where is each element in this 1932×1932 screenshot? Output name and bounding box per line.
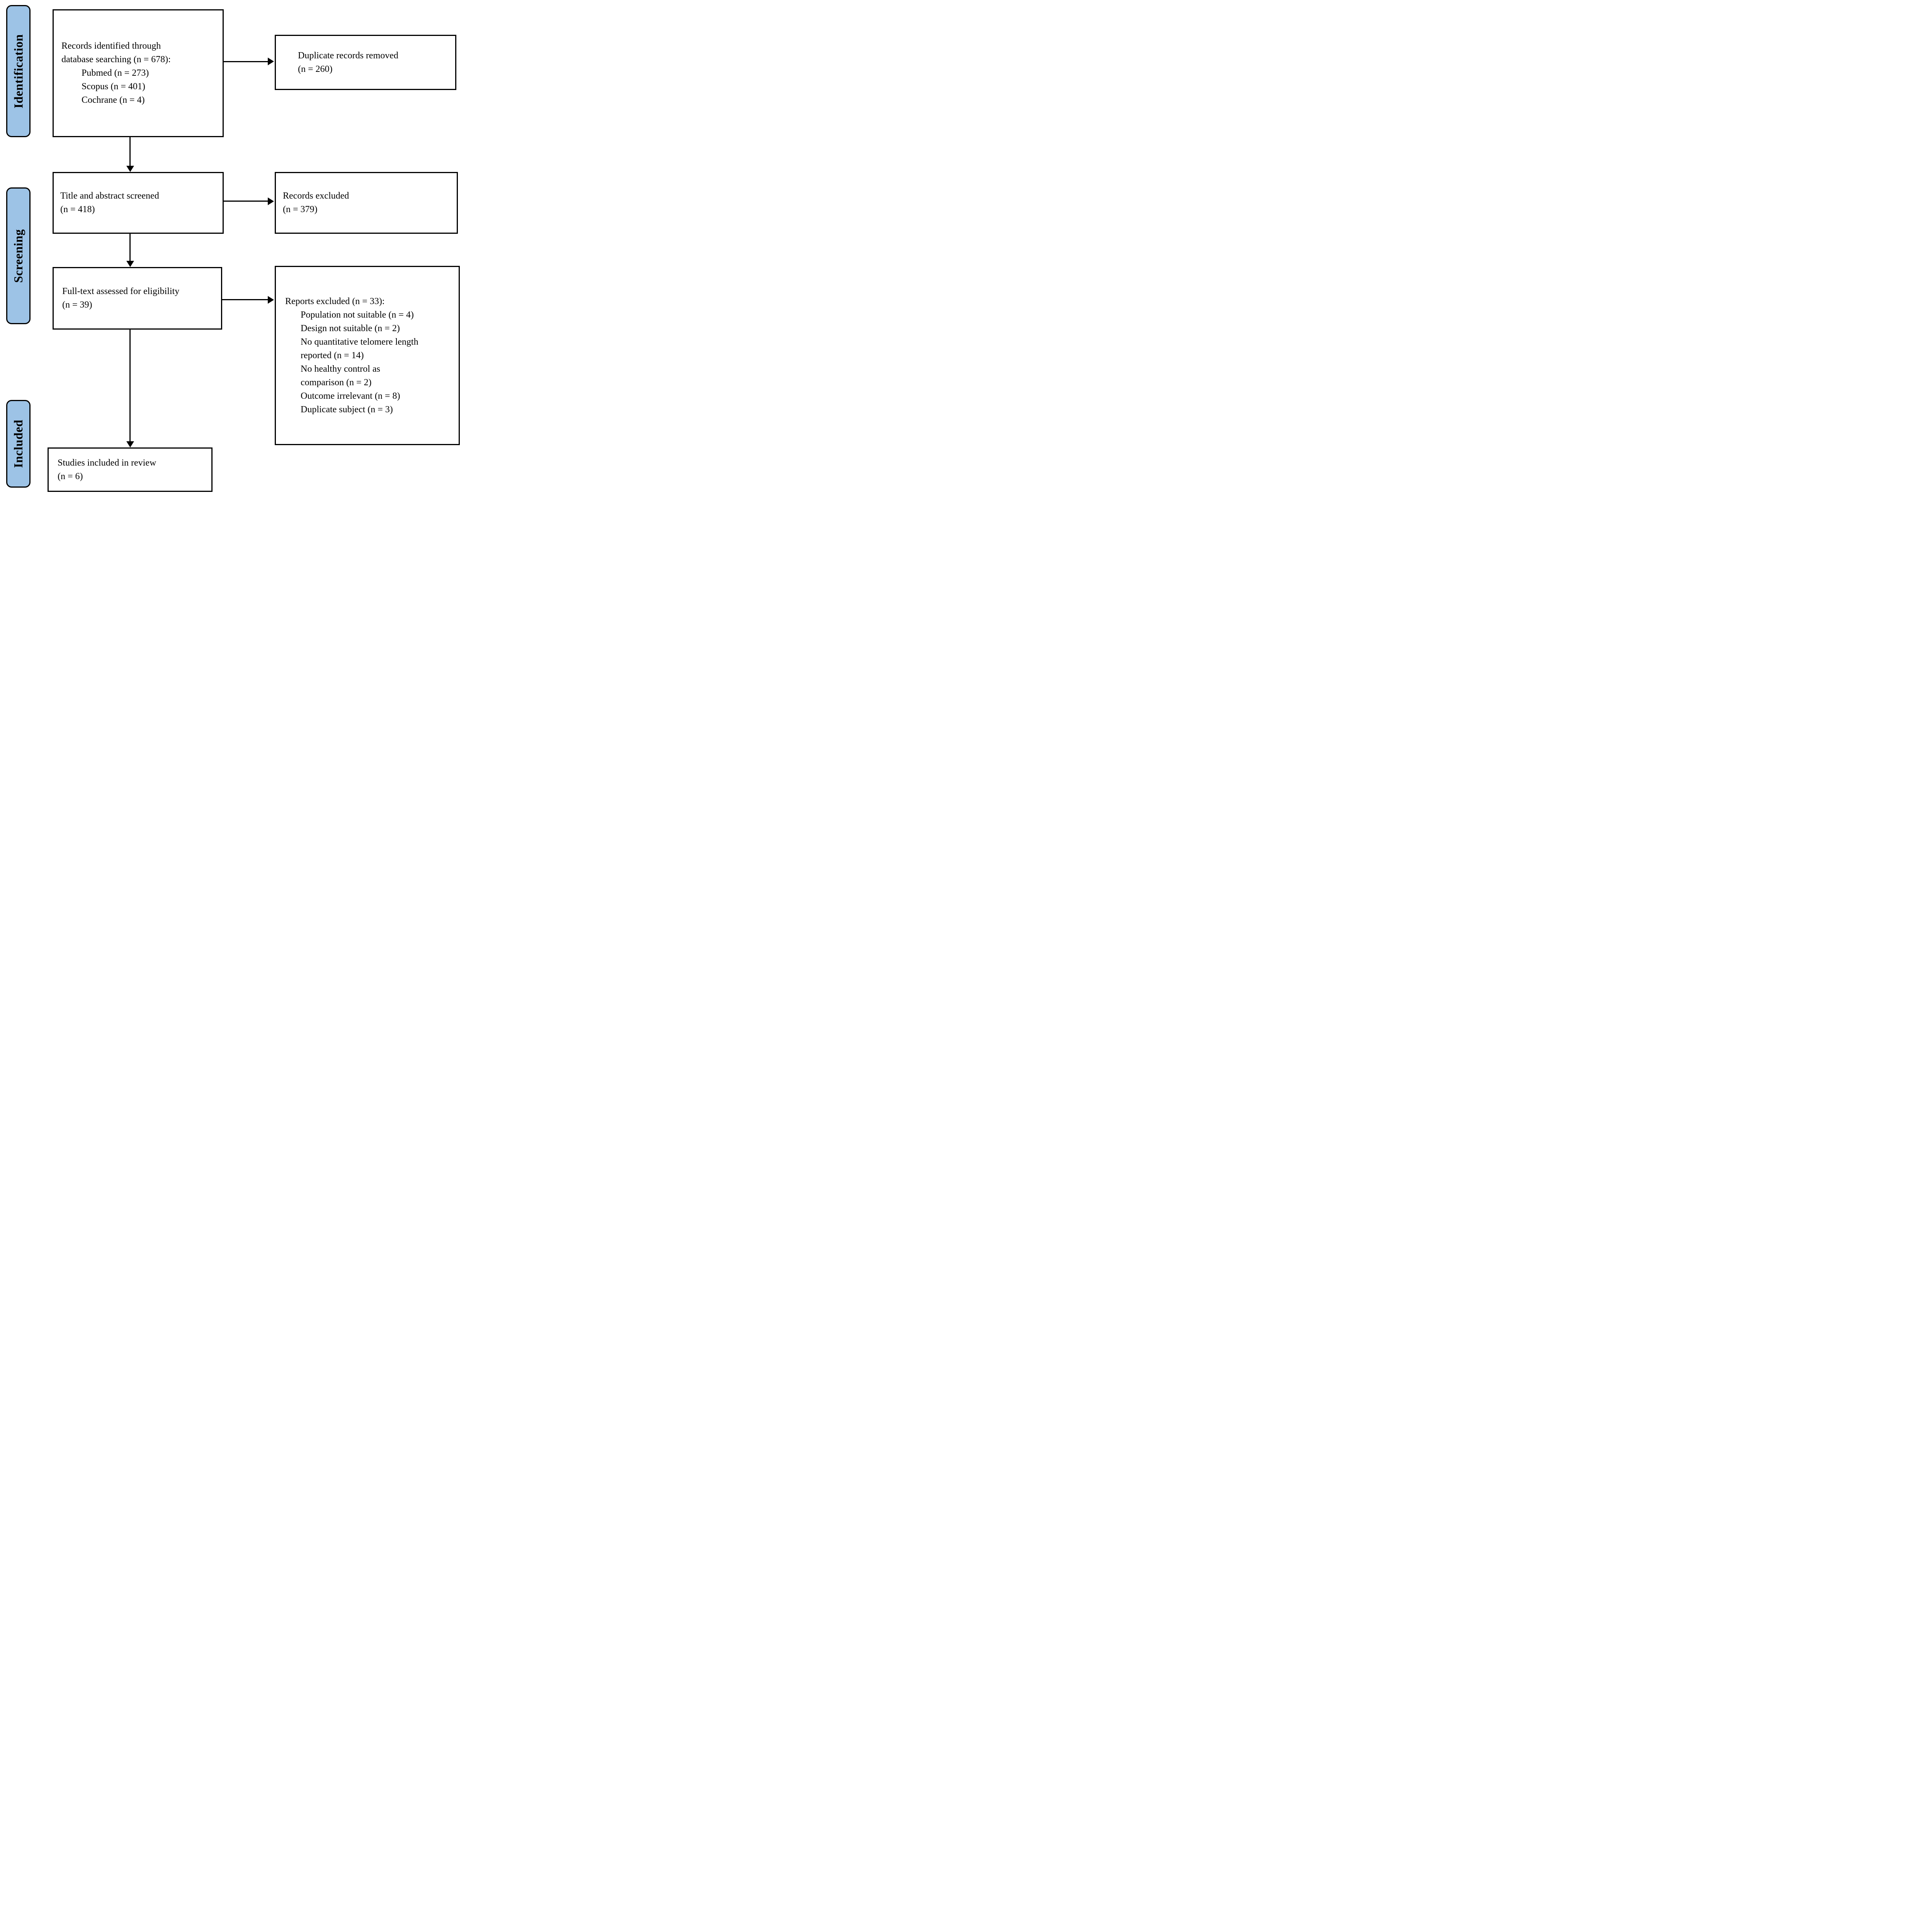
- stage-label-identification-text: Identification: [11, 34, 26, 108]
- stage-label-included: Included: [6, 400, 31, 488]
- arrow-screened-to-excluded: [224, 201, 269, 202]
- arrow-screened-to-fulltext: [129, 234, 131, 262]
- arrowhead-down-icon: [126, 166, 134, 172]
- flow-box-fulltext-assessed: Full-text assessed for eligibility (n = …: [53, 267, 222, 330]
- box-text-line: Records excluded: [283, 191, 349, 201]
- box-text-line: database searching (n = 678):: [61, 54, 171, 65]
- box-text-line: Cochrane (n = 4): [82, 95, 145, 105]
- box-text-line: Scopus (n = 401): [82, 82, 145, 92]
- box-text-line: Full-text assessed for eligibility: [62, 286, 180, 296]
- box-text-line: (n = 260): [298, 64, 333, 74]
- box-text-line: Studies included in review: [58, 457, 156, 468]
- box-text-line: No healthy control as: [301, 364, 380, 374]
- box-text-line: Design not suitable (n = 2): [301, 323, 400, 333]
- box-text-line: Duplicate subject (n = 3): [301, 404, 393, 415]
- arrowhead-down-icon: [126, 261, 134, 267]
- box-text-line: comparison (n = 2): [301, 377, 372, 388]
- arrow-records-to-screened: [129, 137, 131, 167]
- arrow-fulltext-to-reports-excluded: [222, 299, 269, 300]
- box-text-line: (n = 39): [62, 300, 92, 310]
- box-text-line: Outcome irrelevant (n = 8): [301, 391, 400, 401]
- flow-box-records-excluded: Records excluded (n = 379): [275, 172, 458, 234]
- arrowhead-down-icon: [126, 441, 134, 447]
- box-text-line: (n = 6): [58, 471, 83, 481]
- box-text-line: Title and abstract screened: [60, 191, 159, 201]
- box-text-line: (n = 379): [283, 204, 318, 214]
- stage-label-screening-text: Screening: [11, 229, 26, 283]
- box-text-line: reported (n = 14): [301, 350, 364, 361]
- box-text-line: Reports excluded (n = 33):: [285, 296, 385, 306]
- flow-box-reports-excluded: Reports excluded (n = 33): Population no…: [275, 266, 460, 445]
- arrow-fulltext-to-studies-included: [129, 330, 131, 442]
- flow-box-duplicates-removed: Duplicate records removed (n = 260): [275, 35, 456, 90]
- stage-label-screening: Screening: [6, 187, 31, 324]
- arrowhead-right-icon: [268, 197, 274, 205]
- stage-label-included-text: Included: [11, 420, 25, 468]
- prisma-flow-diagram: Identification Screening Included Record…: [0, 0, 464, 498]
- arrowhead-right-icon: [268, 296, 274, 304]
- box-text-line: No quantitative telomere length: [301, 337, 418, 347]
- flow-box-title-abstract-screened: Title and abstract screened (n = 418): [53, 172, 224, 234]
- box-text-line: Pubmed (n = 273): [82, 68, 149, 78]
- box-text-line: Population not suitable (n = 4): [301, 310, 414, 320]
- arrowhead-right-icon: [268, 58, 274, 65]
- arrow-records-to-duplicates: [224, 61, 269, 62]
- flow-box-records-identified: Records identified through database sear…: [53, 9, 224, 137]
- box-text-line: Records identified through: [61, 41, 161, 51]
- flow-box-studies-included: Studies included in review (n = 6): [48, 447, 213, 492]
- box-text-line: Duplicate records removed: [298, 50, 398, 61]
- box-text-line: (n = 418): [60, 204, 95, 214]
- stage-label-identification: Identification: [6, 5, 31, 137]
